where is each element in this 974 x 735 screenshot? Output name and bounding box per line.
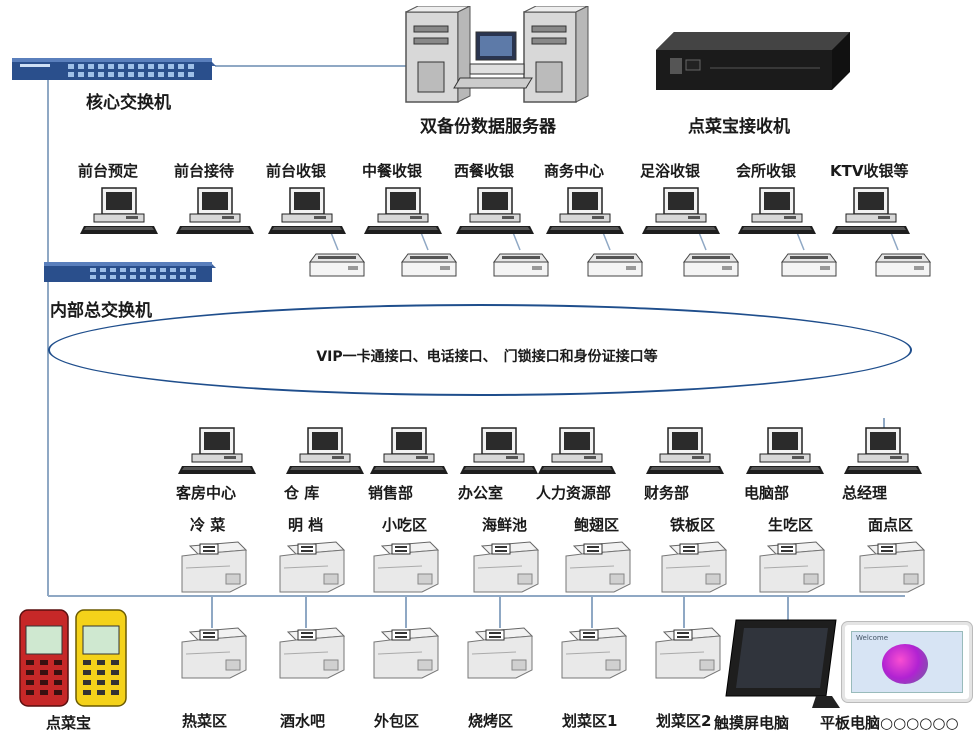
kitchen-printer-label: 明 档: [288, 516, 324, 534]
kitchen-printer-icon: [854, 540, 926, 600]
kitchen-printer-icon: [556, 626, 628, 686]
kitchen-printer-label: 热菜区: [182, 712, 228, 730]
front-terminal-label: 前台接待: [174, 162, 235, 180]
kitchen-printer-icon: [650, 626, 722, 686]
touch-screen-label: 触摸屏电脑: [714, 714, 790, 732]
kitchen-printer-icon: [468, 540, 540, 600]
office-terminal-label: 办公室: [458, 484, 504, 502]
kitchen-printer-label: 烧烤区: [468, 712, 514, 730]
front-terminal-computer-icon: [364, 186, 444, 242]
front-terminal-label: 中餐收银: [362, 162, 423, 180]
office-terminal-label: 总经理: [842, 484, 888, 502]
core-switch-icon: [12, 58, 216, 80]
handheld-label: 点菜宝: [46, 714, 92, 732]
front-terminal-computer-icon: [546, 186, 626, 242]
office-terminal-label: 电脑部: [744, 484, 790, 502]
front-terminal-label: 商务中心: [544, 162, 605, 180]
office-computer-icon: [286, 426, 366, 482]
receipt-dot-printer-icon: [682, 248, 742, 284]
touch-screen-icon: [725, 619, 840, 708]
office-computer-icon: [178, 426, 258, 482]
tablet-icon: Welcome: [842, 622, 972, 702]
office-computer-icon: [538, 426, 618, 482]
kitchen-printer-label: 划菜区1: [562, 712, 618, 730]
front-terminal-computer-icon: [80, 186, 160, 242]
receipt-dot-printer-icon: [308, 248, 368, 284]
kitchen-printer-label: 生吃区: [768, 516, 814, 534]
internal-switch-icon: [44, 262, 216, 282]
kitchen-printer-label: 酒水吧: [280, 712, 326, 730]
kitchen-printer-icon: [274, 626, 346, 686]
kitchen-printer-icon: [368, 540, 440, 600]
kitchen-printer-icon: [656, 540, 728, 600]
internal-switch-label: 内部总交换机: [50, 301, 152, 321]
receipt-dot-printer-icon: [400, 248, 460, 284]
office-terminal-label: 客房中心: [176, 484, 237, 502]
office-terminal-label: 销售部: [368, 484, 414, 502]
kitchen-printer-label: 冷 菜: [190, 516, 226, 534]
front-terminal-label: KTV收银等: [830, 162, 909, 180]
tablet-screen-text: Welcome: [856, 634, 889, 642]
kitchen-printer-label: 海鲜池: [482, 516, 528, 534]
front-terminal-computer-icon: [642, 186, 722, 242]
kitchen-printer-icon: [560, 540, 632, 600]
front-terminal-computer-icon: [456, 186, 536, 242]
front-terminal-computer-icon: [268, 186, 348, 242]
kitchen-printer-label: 外包区: [374, 712, 420, 730]
kitchen-printer-icon: [274, 540, 346, 600]
office-computer-icon: [746, 426, 826, 482]
front-terminal-label: 前台收银: [266, 162, 327, 180]
front-terminal-label: 西餐收银: [454, 162, 515, 180]
core-switch-label: 核心交换机: [86, 93, 171, 113]
kitchen-printer-icon: [754, 540, 826, 600]
office-terminal-label: 人力资源部: [536, 484, 612, 502]
front-terminal-computer-icon: [738, 186, 818, 242]
handheld-icon: [19, 609, 127, 707]
kitchen-printer-label: 鲍翅区: [574, 516, 620, 534]
front-terminal-label: 会所收银: [736, 162, 797, 180]
kitchen-printer-label: 小吃区: [382, 516, 428, 534]
front-terminal-computer-icon: [832, 186, 912, 242]
server-icon: [405, 6, 589, 103]
receiver-icon: [656, 32, 850, 90]
front-terminal-label: 足浴收银: [640, 162, 701, 180]
front-terminal-computer-icon: [176, 186, 256, 242]
receipt-dot-printer-icon: [586, 248, 646, 284]
receiver-label: 点菜宝接收机: [688, 117, 790, 137]
receipt-dot-printer-icon: [874, 248, 934, 284]
kitchen-printer-label: 铁板区: [670, 516, 716, 534]
kitchen-printer-icon: [176, 626, 248, 686]
kitchen-printer-icon: [176, 540, 248, 600]
tablet-label: 平板电脑○○○○○○: [820, 714, 959, 732]
server-label: 双备份数据服务器: [420, 117, 556, 137]
office-computer-icon: [646, 426, 726, 482]
office-computer-icon: [370, 426, 450, 482]
office-computer-icon: [460, 426, 540, 482]
office-terminal-label: 仓 库: [284, 484, 320, 502]
office-terminal-label: 财务部: [644, 484, 690, 502]
receipt-dot-printer-icon: [492, 248, 552, 284]
office-computer-icon: [844, 426, 924, 482]
kitchen-printer-label: 面点区: [868, 516, 914, 534]
receipt-dot-printer-icon: [780, 248, 840, 284]
front-terminal-label: 前台预定: [78, 162, 139, 180]
interface-label: VIP一卡通接口、电话接口、 门锁接口和身份证接口等: [316, 349, 658, 365]
interface-ellipse: [48, 304, 912, 396]
kitchen-printer-icon: [462, 626, 534, 686]
kitchen-printer-icon: [368, 626, 440, 686]
kitchen-printer-label: 划菜区2: [656, 712, 712, 730]
